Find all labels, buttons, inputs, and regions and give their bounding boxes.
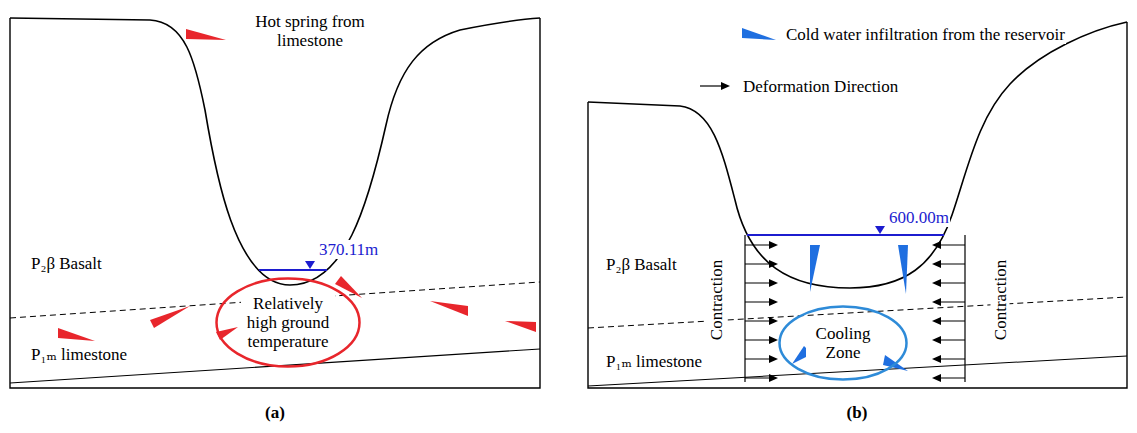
panel-label: (a) <box>264 403 286 422</box>
hot-spring-arrow <box>150 306 190 328</box>
temperature-ellipse: Relatively high ground temperature <box>215 277 361 368</box>
contraction-bracket <box>745 235 965 382</box>
hot-spring-arrow <box>335 276 362 298</box>
elevation-label: 600.00m <box>888 208 950 227</box>
zone-ellipse <box>780 307 907 380</box>
legend-text-holder: Cold water infiltration from the reservo… <box>785 25 1066 44</box>
water-level-marker <box>875 226 885 234</box>
deformation-label: Contraction <box>707 259 726 341</box>
water-level-marker <box>305 261 315 269</box>
legend-text: Deformation Direction <box>742 77 899 96</box>
deformation-label-holder: Contraction <box>707 259 726 341</box>
legend-deformation-arrow <box>700 85 722 86</box>
valley-profile <box>588 22 1127 288</box>
panel-frame <box>588 22 1127 388</box>
stratum-label: P₂β Basalt <box>605 255 678 274</box>
legend-text-holder: Hot spring from limestone <box>234 12 386 50</box>
legend-text: Hot spring from limestone <box>234 12 386 50</box>
stratum-label: P₂β Basalt <box>30 254 103 273</box>
panel-label-holder: (a) <box>264 403 286 422</box>
elevation-label-holder: 600.00m <box>888 208 950 227</box>
deformation-label-holder: Contraction <box>991 259 1010 341</box>
stratum-label-holder: P₂β Basalt <box>605 255 678 274</box>
cold-water-arrow <box>742 28 776 40</box>
water-level-line <box>747 234 944 236</box>
node-text-box: Cooling Zone <box>806 324 880 362</box>
elevation-label-holder: 370.11m <box>318 240 379 259</box>
hot-spring-arrow <box>430 301 468 316</box>
zone-ellipse <box>217 278 360 366</box>
stratum-label: P₁ₘ limestone <box>30 345 128 364</box>
hot-spring-arrow <box>505 321 536 332</box>
deformation-arrow-shaft <box>940 245 965 378</box>
legend-text-holder: Deformation Direction <box>742 77 899 96</box>
stratum-label-holder: P₁ₘ limestone <box>30 345 128 364</box>
panel-label-holder: (b) <box>846 403 869 422</box>
node-text-box: Relatively high ground temperature <box>241 294 335 351</box>
zone-text: Cooling Zone <box>806 324 880 362</box>
deformation-arrow-shaft <box>745 245 770 378</box>
panel-frame <box>10 18 540 388</box>
stratum-label-holder: P₂β Basalt <box>30 254 103 273</box>
legend-text: Cold water infiltration from the reservo… <box>785 25 1066 44</box>
stratum-label-holder: P₁ₘ limestone <box>605 352 703 371</box>
deformation-arrow-head <box>769 241 778 382</box>
cooling-ellipse: Cooling Zone <box>778 305 908 381</box>
zone-text: Relatively high ground temperature <box>241 294 335 351</box>
stratum-label: P₁ₘ limestone <box>605 352 703 371</box>
legend-deformation-arrow-head <box>721 82 730 90</box>
water-level-line <box>259 269 327 271</box>
valley-profile <box>10 18 540 285</box>
elevation-label: 370.11m <box>318 240 379 259</box>
panel-label: (b) <box>846 403 869 422</box>
deformation-label: Contraction <box>991 259 1010 341</box>
deformation-arrow-head <box>932 241 941 382</box>
hot-spring-arrow <box>58 328 95 341</box>
hot-spring-arrow <box>186 29 226 40</box>
cold-water-arrow <box>810 245 820 292</box>
cold-water-arrow <box>898 245 908 294</box>
